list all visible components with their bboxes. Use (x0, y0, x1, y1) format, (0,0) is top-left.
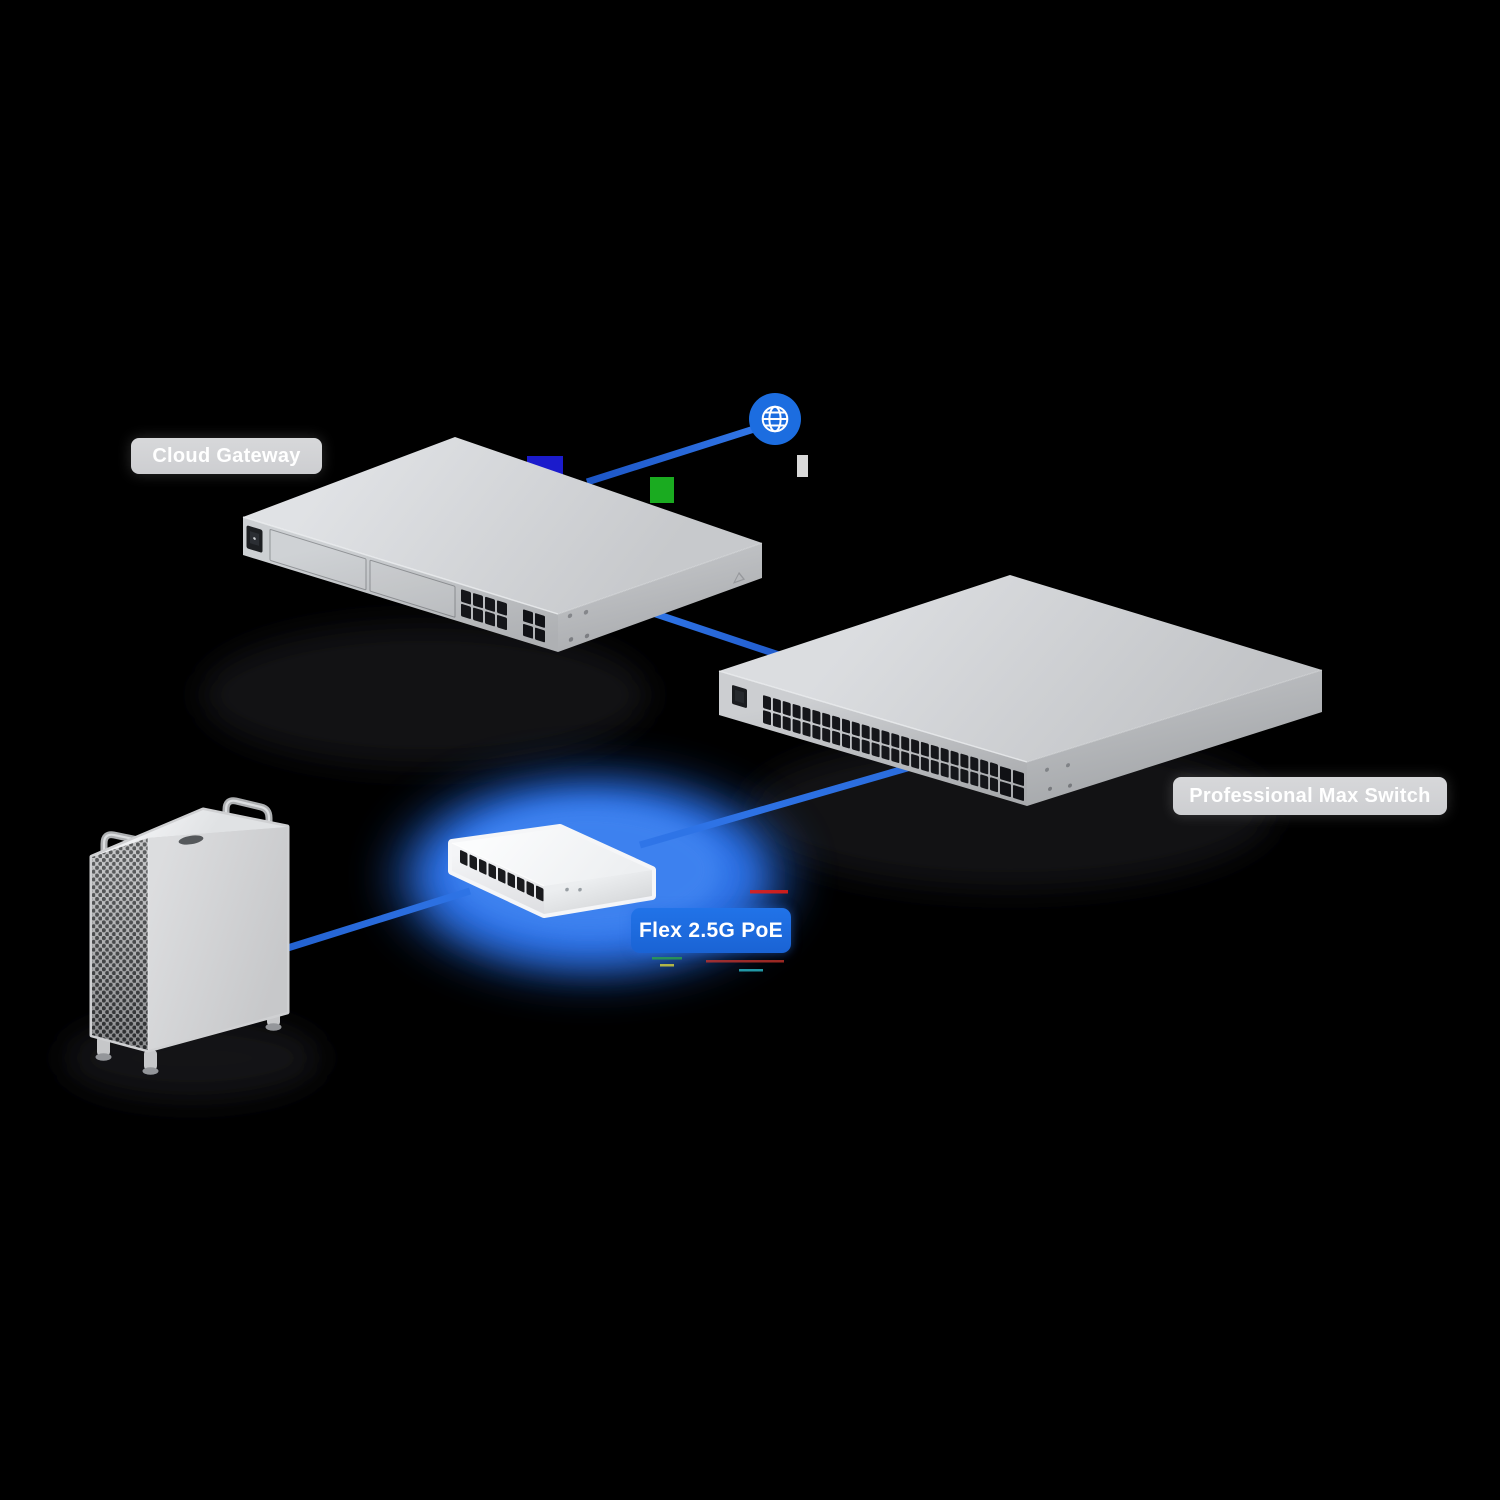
desktop-workstation-tower (89, 797, 290, 1075)
cloud-gateway-front-panel (246, 525, 545, 643)
cloud-gateway-device (242, 437, 763, 652)
line-gateway-to-internet (585, 420, 772, 486)
flex-25g-poe-label: Flex 2.5G PoE (631, 908, 791, 953)
connection-lines (276, 420, 936, 955)
switch-right-face (1045, 763, 1072, 791)
professional-max-switch-label: Professional Max Switch (1173, 777, 1447, 815)
flex-2-5g-poe-switch-device (448, 824, 656, 918)
line-workstation-to-flex (276, 887, 472, 955)
logo-triangle-mark (732, 571, 746, 584)
gateway-drive-bay-panel (369, 559, 456, 618)
cloud-gateway-right-face (567, 571, 746, 642)
tower-foot (144, 1050, 157, 1070)
gateway-drive-bay-panel (269, 529, 367, 591)
flex-status-leds (565, 887, 582, 892)
line-switch-to-flex (639, 756, 936, 849)
switch-front-panel (732, 685, 1024, 802)
tower-top-vent-slot (178, 835, 204, 845)
globe-icon (749, 393, 801, 445)
cloud-gateway-label: Cloud Gateway (131, 438, 322, 474)
professional-max-switch-device (718, 575, 1323, 806)
